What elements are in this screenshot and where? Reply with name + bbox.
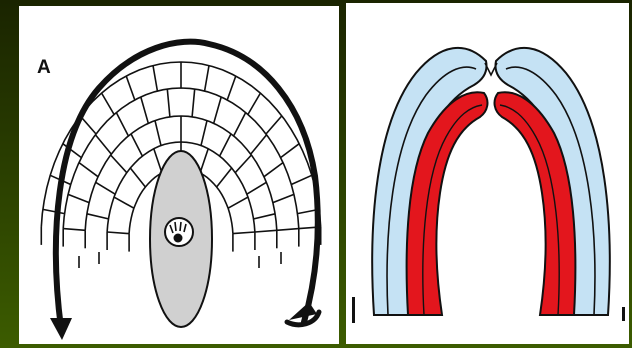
cell-wall — [264, 163, 283, 177]
panel-a: A — [19, 6, 339, 344]
cell-wall — [80, 116, 96, 134]
cell-wall — [247, 182, 267, 194]
curved-arrow-left-icon — [50, 318, 72, 340]
ovule-diagram — [19, 6, 339, 344]
cell-wall — [228, 197, 248, 208]
cell-wall — [131, 134, 142, 156]
cell-wall — [63, 229, 85, 231]
cell-wall — [254, 214, 276, 219]
cell-wall — [154, 149, 162, 173]
cell-wall — [68, 194, 89, 202]
cell-wall — [114, 197, 134, 208]
cell-wall — [141, 97, 149, 123]
cell-wall — [167, 89, 170, 117]
cell-wall — [255, 230, 277, 232]
cell-wall — [153, 66, 157, 92]
edge-mark-left — [352, 297, 355, 323]
cell-wall — [251, 135, 267, 154]
cell-wall — [277, 229, 299, 231]
cell-wall — [205, 66, 209, 92]
cell-wall — [273, 194, 294, 202]
cell-wall — [95, 135, 111, 154]
edge-mark-right — [622, 307, 625, 321]
cell-wall — [281, 144, 300, 158]
cell-wall — [192, 89, 195, 117]
cell-wall — [126, 76, 135, 100]
cell-wall — [220, 134, 231, 156]
cell-wall — [155, 121, 161, 146]
cell-wall — [201, 121, 207, 146]
cell-wall — [227, 76, 236, 100]
cell-wall — [291, 175, 312, 184]
cell-wall — [107, 232, 129, 234]
cell-wall — [96, 182, 116, 194]
cell-wall — [217, 168, 232, 187]
cell-wall — [102, 93, 115, 114]
cell-wall — [116, 113, 128, 137]
cell-wall — [233, 232, 255, 234]
cell-wall — [87, 214, 109, 219]
egg-apparatus-icon — [165, 218, 193, 246]
cell-wall — [266, 116, 282, 134]
cell-wall — [234, 113, 246, 137]
cell-wall — [43, 209, 65, 213]
cell-wall — [111, 155, 127, 173]
cell-wall — [200, 149, 208, 173]
cell-wall — [214, 97, 222, 123]
cell-wall — [235, 155, 251, 173]
cell-wall — [130, 168, 145, 187]
panel-b — [346, 3, 629, 344]
cell-wall — [248, 93, 261, 114]
integument-diagram — [346, 3, 629, 344]
cell-wall — [79, 163, 98, 177]
